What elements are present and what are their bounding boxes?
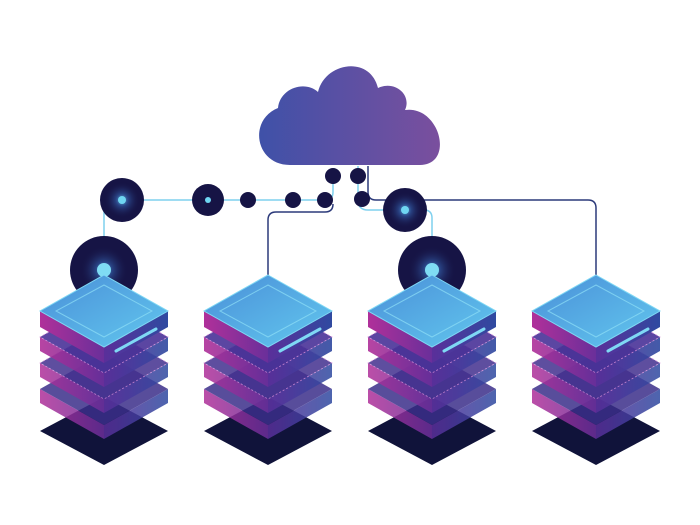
server-stack-icon xyxy=(202,273,334,467)
cloud-icon xyxy=(259,66,440,165)
connection-lines xyxy=(103,166,597,280)
server-stack-icon xyxy=(366,273,498,467)
server-stack-icon xyxy=(530,273,662,467)
server-stack-icon xyxy=(38,273,170,467)
